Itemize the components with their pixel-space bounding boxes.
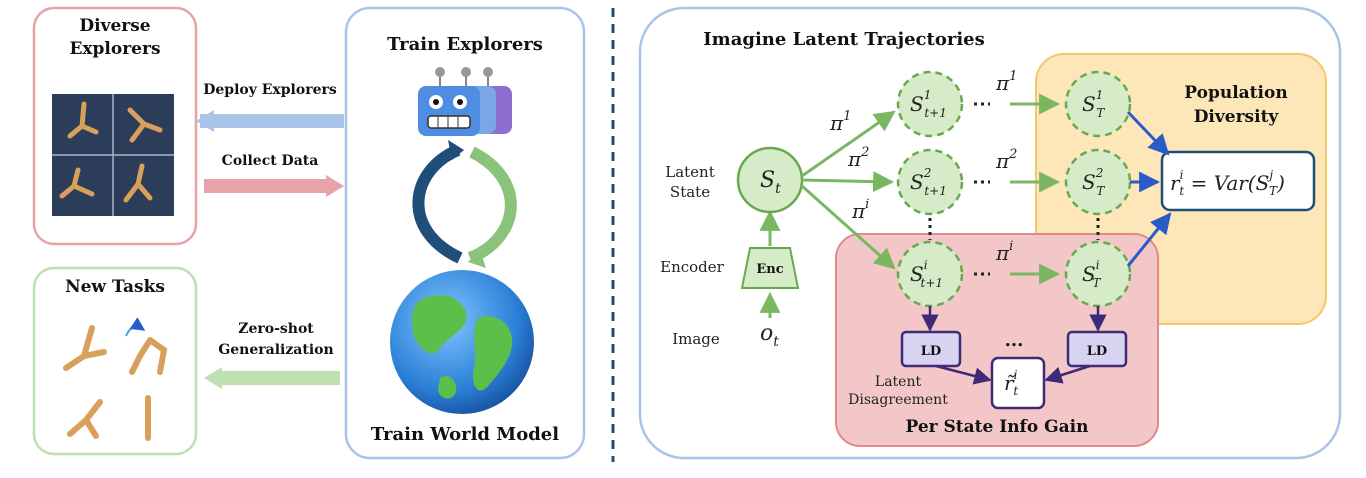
policy-label-2: π2 <box>847 145 869 171</box>
collect-arrow-head <box>326 175 344 197</box>
train-explorers-title: Train Explorers <box>387 34 543 55</box>
rotate-arrow-icon <box>125 317 146 337</box>
latent-state-label-line1: Latent <box>665 163 715 181</box>
observation-symbol: ot <box>760 321 779 350</box>
encoder-label: Encoder <box>660 258 725 276</box>
final1-to-reward-arrow <box>1126 110 1170 156</box>
svg-text:π2: π2 <box>995 147 1017 173</box>
new-tasks-panel <box>32 266 198 456</box>
collect-data-label: Collect Data <box>222 153 319 169</box>
svg-text:πi: πi <box>995 239 1013 265</box>
svg-text:π1: π1 <box>995 69 1017 95</box>
rollout-row-2: π2 <box>974 147 1061 193</box>
population-diversity-line1: Population <box>1184 83 1287 103</box>
ld-box-right <box>1066 330 1128 368</box>
svg-text:S1t+1: S1t+1 <box>910 88 947 120</box>
population-reward-box <box>1160 150 1316 212</box>
latent-disagreement-line2: Disagreement <box>848 392 948 408</box>
robot-explorers-icon <box>418 67 512 136</box>
current-state-label: St <box>760 168 781 197</box>
imagine-title: Imagine Latent Trajectories <box>703 29 985 50</box>
new-tasks-title: New Tasks <box>65 277 165 297</box>
ld-box-right-label: LD <box>1087 344 1107 359</box>
svg-text:S2t+1: S2t+1 <box>910 166 947 198</box>
population-diversity-line2: Diversity <box>1194 107 1280 127</box>
diverse-explorers-title-line1: Diverse <box>79 16 150 36</box>
svg-text:Sit+1: Sit+1 <box>910 258 943 290</box>
cycle-arrow-up <box>467 146 517 264</box>
latent-disagreement-line1: Latent <box>875 374 922 390</box>
train-world-model-title: Train World Model <box>371 424 559 445</box>
info-gain-box <box>990 356 1046 410</box>
ld-right-to-gain-arrow <box>1044 364 1091 384</box>
svg-text:S2T: S2T <box>1082 166 1105 198</box>
policy-arrow-i <box>801 184 896 270</box>
ld-box-left-label: LD <box>921 344 941 359</box>
ld-box-left <box>900 330 962 368</box>
svg-text:SiT: SiT <box>1082 258 1102 290</box>
zero-shot-label-line1: Zero-shot <box>238 321 314 337</box>
encoder-box-label: Enc <box>756 262 783 277</box>
zero-shot-arrow-head <box>204 367 222 389</box>
rollout-row-1: π1 <box>974 69 1061 115</box>
zero-shot-label-line2: Generalization <box>218 342 333 358</box>
ld-left-to-gain-arrow <box>935 364 992 385</box>
policy-arrow-2 <box>801 171 895 193</box>
diverse-explorers-title-line2: Explorers <box>69 39 160 59</box>
image-label: Image <box>672 330 720 348</box>
policy-arrow-1 <box>801 110 896 178</box>
ld-ellipsis: ... <box>1005 330 1024 351</box>
rollout-row-i: πi <box>974 239 1061 285</box>
world-model-globe-icon <box>390 270 534 414</box>
finali-to-reward-arrow <box>1126 212 1172 267</box>
policy-label-i: πi <box>851 197 869 223</box>
policy-label-1: π1 <box>829 109 851 135</box>
encoder-box <box>740 247 800 289</box>
per-state-info-gain-label: Per State Info Gain <box>906 417 1089 437</box>
deploy-explorers-label: Deploy Explorers <box>203 82 337 98</box>
svg-text:S1T: S1T <box>1082 88 1105 120</box>
explorers-image-grid <box>52 94 174 216</box>
latent-state-label-line2: State <box>670 183 710 201</box>
deploy-arrow-head <box>196 110 214 132</box>
new-tasks-figures <box>63 325 168 441</box>
cycle-arrow-down <box>412 144 463 264</box>
